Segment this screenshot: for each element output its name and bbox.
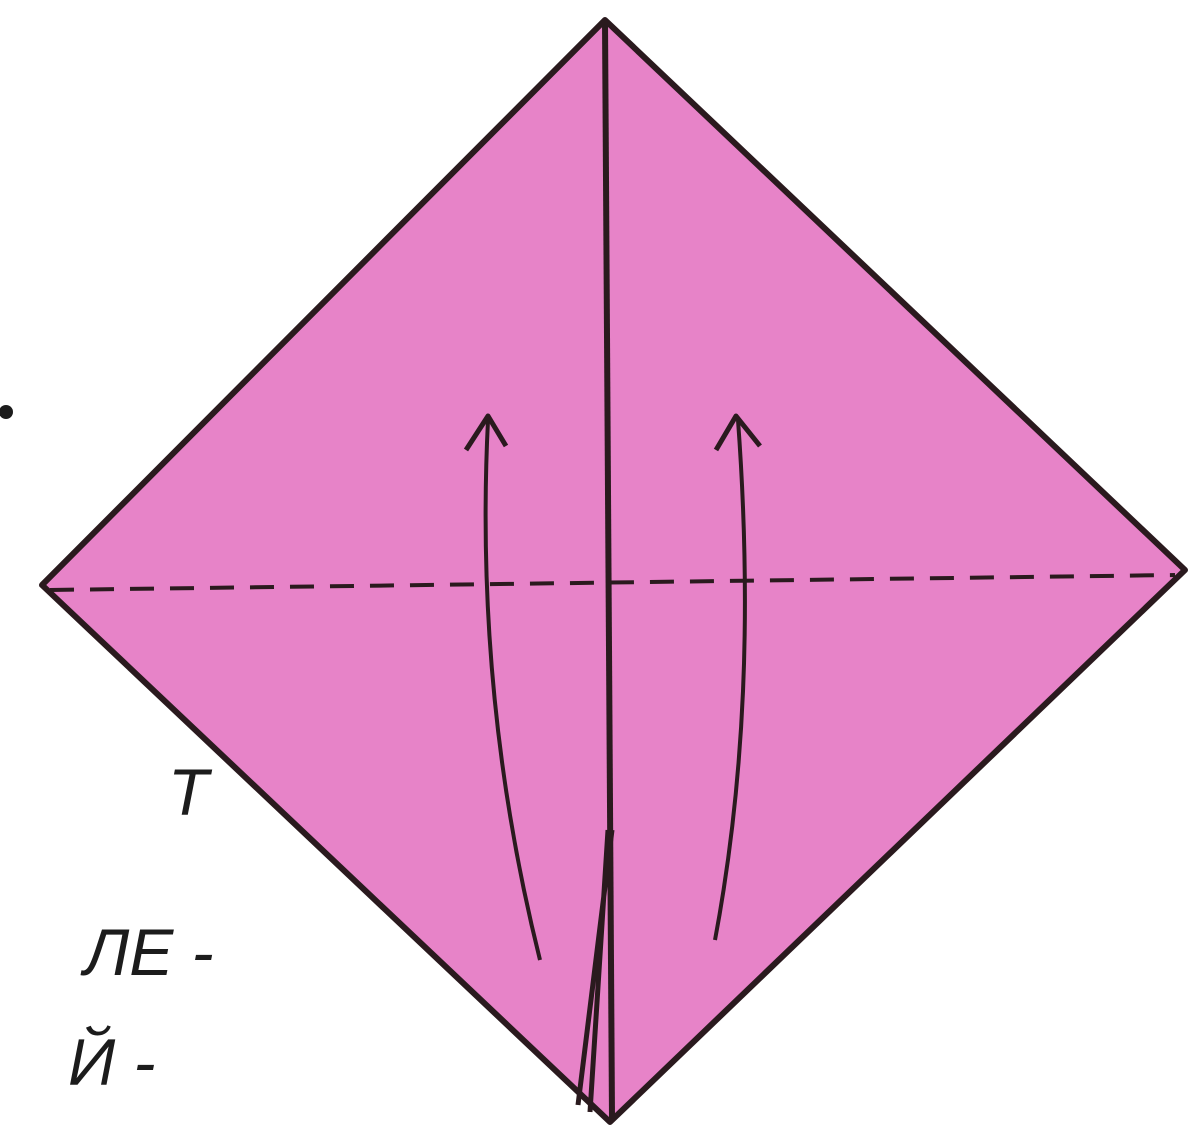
right-arrowhead-icon <box>713 413 762 452</box>
text-fragment-1: Т <box>168 755 213 829</box>
valley-fold-dashed-line <box>49 573 1176 592</box>
right-fold-arrow <box>713 419 747 941</box>
left-fold-arrow <box>483 419 542 961</box>
paper-diamond <box>39 17 1188 1125</box>
center-crease-line <box>602 21 615 1119</box>
text-dot-fragment <box>0 405 13 419</box>
left-arrowhead-icon <box>463 413 509 452</box>
text-fragment-2: ЛЕ - <box>80 915 214 989</box>
bottom-flap-edges <box>575 829 615 1113</box>
text-fragment-3: Й - <box>68 1024 156 1099</box>
